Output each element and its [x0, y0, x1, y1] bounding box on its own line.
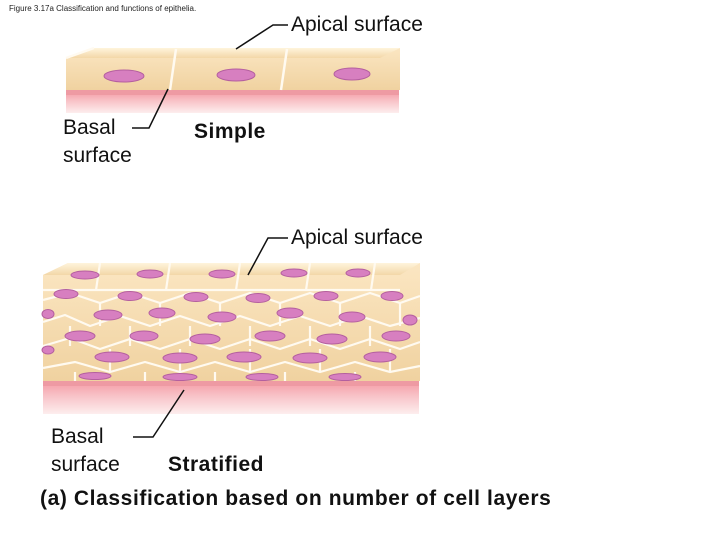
simple-apical-surface-label: Apical surface: [291, 13, 423, 36]
simple-connective-tissue: [66, 93, 399, 113]
nucleus: [148, 307, 176, 319]
stratified-nuclei: [41, 268, 418, 381]
nucleus: [328, 373, 362, 381]
nucleus: [117, 291, 143, 301]
simple-basement-membrane: [66, 90, 399, 95]
simple-basal-leader-line: [132, 88, 169, 129]
simple-basal-surface-label-line1: Basal: [63, 116, 116, 139]
simple-cell-borders: [65, 46, 289, 91]
simple-epithelium: [65, 46, 400, 113]
simple-apical-leader-line: [235, 24, 288, 50]
nucleus: [245, 373, 279, 381]
nucleus: [245, 293, 271, 303]
nucleus: [94, 351, 130, 363]
stratified-type-label: Stratified: [168, 453, 265, 476]
nucleus: [254, 330, 286, 342]
nucleus: [226, 351, 262, 363]
nucleus: [292, 352, 328, 364]
nucleus: [381, 330, 411, 342]
stratified-apical-surface: [43, 263, 420, 275]
nucleus: [183, 292, 209, 302]
stratified-apical-leader-line: [247, 237, 288, 276]
simple-basal-surface-label-line2: surface: [63, 144, 132, 167]
nucleus: [162, 373, 198, 381]
nucleus: [316, 333, 348, 345]
simple-nuclei: [103, 67, 371, 83]
nucleus: [162, 352, 198, 364]
nucleus: [363, 351, 397, 363]
nucleus: [70, 270, 100, 280]
nucleus: [53, 289, 79, 299]
nucleus: [402, 314, 418, 326]
nucleus: [280, 268, 308, 278]
nucleus: [189, 333, 221, 345]
stratified-apical-surface-label: Apical surface: [291, 226, 423, 249]
nucleus: [380, 291, 404, 301]
simple-type-label: Simple: [194, 120, 266, 143]
nucleus: [41, 309, 55, 319]
nucleus: [338, 311, 366, 323]
stratified-basal-leader-line: [133, 389, 185, 438]
nucleus: [64, 330, 96, 342]
nucleus: [207, 311, 237, 323]
nucleus: [93, 309, 123, 321]
nucleus: [216, 68, 256, 82]
nucleus: [103, 69, 145, 83]
nucleus: [78, 372, 112, 380]
nucleus: [345, 268, 371, 278]
figure-caption: Figure 3.17a Classification and function…: [9, 4, 197, 13]
nucleus: [208, 269, 236, 279]
nucleus: [41, 345, 55, 355]
stratified-basal-surface-label-line2: surface: [51, 453, 120, 476]
stratified-basement-membrane: [43, 381, 419, 386]
simple-apical-surface: [66, 48, 400, 58]
nucleus: [333, 67, 371, 81]
stratified-epithelium: [41, 262, 421, 414]
panel-caption: (a) Classification based on number of ce…: [40, 487, 552, 510]
stratified-basal-surface-label-line1: Basal: [51, 425, 104, 448]
nucleus: [276, 307, 304, 319]
nucleus: [129, 330, 159, 342]
nucleus: [136, 269, 164, 279]
nucleus: [313, 291, 339, 301]
stratified-connective-tissue: [43, 384, 419, 414]
